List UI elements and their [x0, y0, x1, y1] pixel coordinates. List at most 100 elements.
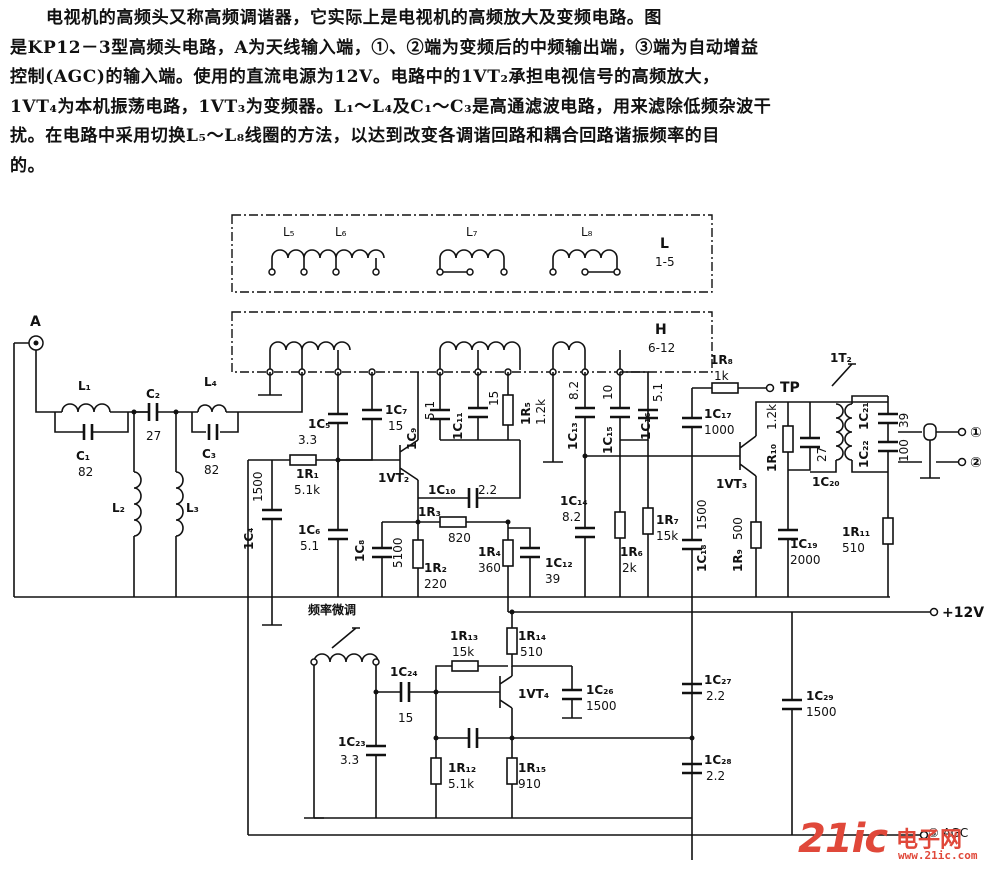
r7-value: 15k — [656, 529, 678, 543]
r1-label: 1R₁ — [296, 467, 319, 481]
r9-label: 1R₉ — [731, 549, 745, 572]
tp-label: TP — [780, 380, 800, 396]
caption-text: 电视机的高频头又称高频调谐器，它实际上是电视机的高频放大及变频电路。图 是KP1… — [10, 4, 995, 181]
if-transformer-t2: 1T₂ — [810, 351, 856, 473]
l2-l3-shunt: L₂ L₃ — [112, 412, 199, 597]
caption-line-1: 电视机的高频头又称高频调谐器，它实际上是电视机的高频放大及变频电路。图 — [46, 8, 662, 28]
c16-value: 5.1 — [651, 383, 665, 402]
c26-label: 1C₂₆ — [586, 683, 614, 697]
caption-line-3: 控制(AGC)的输入端。使用的直流电源为12V。电路中的1VT₂承担电视信号的高… — [10, 67, 720, 87]
antenna-input[interactable]: A — [13, 314, 55, 597]
c23-label: 1C₂₃ — [338, 735, 366, 749]
c14-label: 1C₁₄ — [560, 494, 588, 508]
h-module-range: 6-12 — [648, 341, 675, 355]
c22-label: 1C₂₂ — [857, 440, 871, 468]
c19-value: 2000 — [790, 553, 821, 567]
transistor-vt3: 1VT₃ — [692, 401, 888, 500]
caption-line-4: 1VT₄为本机振荡电路，1VT₃为变频器。L₁～L₄及C₁～C₃是高通滤波电路，… — [10, 96, 772, 117]
c15-value: 10 — [601, 385, 615, 400]
watermark-brand: 21ic — [798, 816, 888, 862]
vt3-label: 1VT₃ — [716, 477, 747, 491]
coil-l8: L₈ — [549, 225, 621, 276]
r15-label: 1R₁₅ — [518, 761, 546, 775]
coil-l5-l6: L₅ L₆ — [268, 225, 385, 276]
l1-c1-filter: L₁ C₁ 82 — [54, 379, 150, 479]
c2-value: 27 — [146, 429, 161, 443]
c2-capacitor: C₂ 27 — [131, 387, 192, 443]
freq-adjust-label: 频率微调 — [308, 602, 356, 617]
h-module-name: H — [655, 322, 667, 338]
t2-label: 1T₂ — [830, 351, 852, 365]
rf-amp-section: 1C₅ 3.3 1C₇ 15 1C₄ 1500 1R₁ 5.1k 1C₆ 5.1… — [242, 372, 573, 835]
r14-value: 510 — [520, 645, 543, 659]
r2-label: 1R₂ — [424, 561, 447, 575]
l4-label: L₄ — [204, 375, 217, 389]
c29-label: 1C₂₉ — [806, 689, 834, 703]
c7-value: 15 — [388, 419, 403, 433]
transistor-vt2: 1VT₂ — [338, 372, 419, 522]
r5-label: 1R₅ — [519, 402, 533, 425]
l1-label: L₁ — [78, 379, 91, 393]
vt4-label: 1VT₄ — [518, 687, 549, 701]
r10-value: 1.2k — [765, 404, 779, 430]
agc-terminal-label: ③ AGC — [928, 826, 969, 840]
watermark-logo: 21ic 电子网 www.21ic.com — [798, 816, 1004, 870]
r4-value: 360 — [478, 561, 501, 575]
r3-label: 1R₃ — [418, 505, 441, 519]
c9-value: 5.1 — [423, 401, 437, 420]
r9-value: 500 — [731, 517, 745, 540]
l3-label: L₃ — [186, 501, 199, 515]
c5-label: 1C₅ — [308, 417, 330, 431]
c3-value: 82 — [204, 463, 219, 477]
supply-label: +12V — [942, 605, 984, 621]
c12-value: 39 — [545, 572, 560, 586]
r4-label: 1R₄ — [478, 545, 501, 559]
r15-value: 910 — [518, 777, 541, 791]
r12-label: 1R₁₂ — [448, 761, 476, 775]
l7-label: L₇ — [466, 225, 478, 239]
c18-value: 1500 — [695, 499, 709, 530]
out2-label: ② — [970, 455, 982, 471]
oscillator-section: 频率微调 1C₂₄ 15 1C₂₃ 3.3 1R₁₃ 15k 1VT₄ 1R₁₄… — [248, 602, 929, 840]
c11-label: 1C₁₁ — [451, 412, 465, 440]
c20-value: 27 — [815, 447, 829, 462]
r1-value: 5.1k — [294, 483, 320, 497]
l6-label: L₆ — [335, 225, 347, 239]
c16-label: 1C₁₆ — [639, 412, 653, 440]
c1-label: C₁ — [76, 449, 90, 463]
r8-label: 1R₈ — [710, 353, 733, 367]
c28-label: 1C₂₈ — [704, 753, 732, 767]
c11-value: 15 — [487, 391, 501, 406]
l-module-name: L — [660, 236, 669, 252]
r2-value: 220 — [424, 577, 447, 591]
r6-value: 2k — [622, 561, 637, 575]
l-module-range: 1-5 — [655, 255, 675, 269]
c22-value: 100 — [897, 439, 911, 462]
r14-label: 1R₁₄ — [518, 629, 546, 643]
transistor-vt4: 1VT₄ — [499, 666, 549, 758]
c29-value: 1500 — [806, 705, 837, 719]
c2-label: C₂ — [146, 387, 160, 401]
supply-rail[interactable]: +12V — [508, 605, 984, 621]
l2-label: L₂ — [112, 501, 125, 515]
coil-l7: L₇ — [436, 225, 508, 276]
c3-label: C₃ — [202, 447, 216, 461]
c7-label: 1C₇ — [385, 403, 407, 417]
c21-label: 1C₂₁ — [857, 402, 871, 430]
mixer-section: 1R₈ 1k TP 1C₁₇ 1000 1VT₃ 1C₁₈ 1500 1R₉ 5… — [682, 351, 982, 860]
c1-value: 82 — [78, 465, 93, 479]
antenna-label: A — [30, 314, 41, 330]
c15-label: 1C₁₅ — [601, 426, 615, 454]
c14-value: 8.2 — [562, 510, 581, 524]
l-switch-module: L₅ L₆ L₇ L₈ L 1-5 — [231, 214, 713, 293]
c21-value: 39 — [897, 413, 911, 428]
c6-value: 5.1 — [300, 539, 319, 553]
c26-value: 1500 — [586, 699, 617, 713]
c13-label: 1C₁₃ — [566, 422, 580, 450]
watermark-cn: 电子网 — [896, 828, 963, 853]
caption-line-5: 扰。在电路中采用切换L₅～L₈线圈的方法，以达到改变各调谐回路和耦合回路谐振频率… — [10, 126, 720, 146]
caption-line-2: 是KP12－3型高频头电路，A为天线输入端，①、②端为变频后的中频输出端，③端为… — [10, 37, 759, 58]
ground-rail — [14, 372, 890, 626]
r3-value: 820 — [448, 531, 471, 545]
c28-value: 2.2 — [706, 769, 725, 783]
